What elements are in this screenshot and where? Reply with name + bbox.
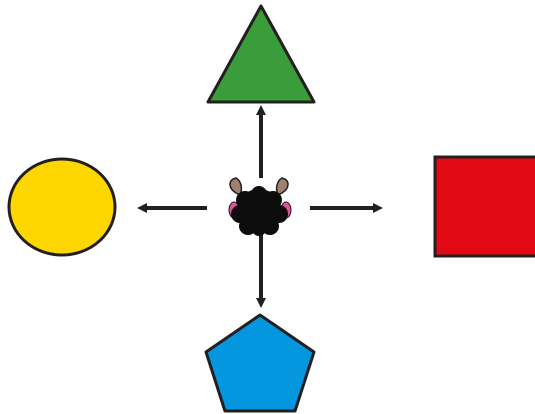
yellow-circle-icon [7, 157, 117, 257]
blue-pentagon-icon [204, 313, 316, 413]
arrows-group [137, 105, 383, 308]
sheep-icon [228, 177, 292, 236]
green-triangle-icon [206, 4, 316, 104]
red-square-icon [433, 155, 535, 258]
